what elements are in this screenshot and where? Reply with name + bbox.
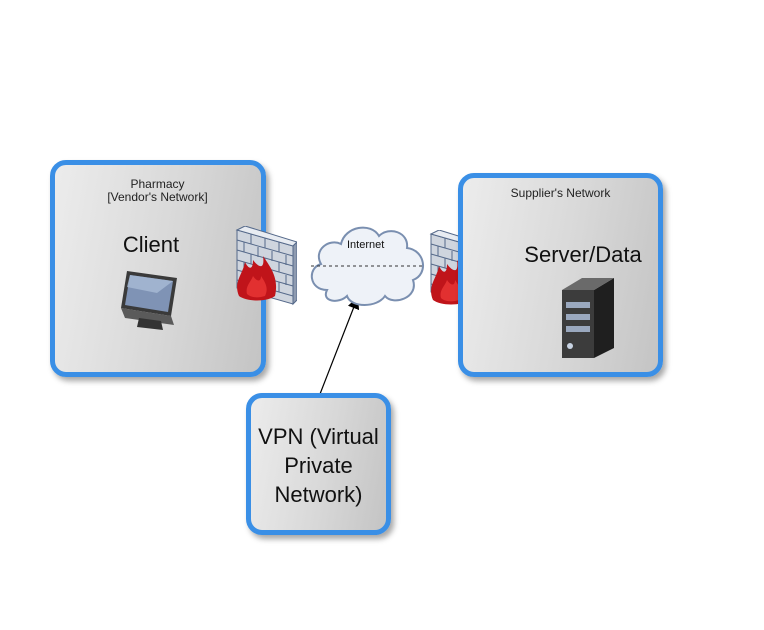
server-data-label: Server/Data xyxy=(524,242,642,267)
vpn-label-line3: Network) xyxy=(274,482,363,507)
monitor-icon xyxy=(121,271,177,330)
pharmacy-network-box: Pharmacy [Vendor's Network] Client xyxy=(50,160,266,377)
firewall-icon xyxy=(235,226,297,306)
supplier-network-box: Supplier's Network Server/Data xyxy=(458,173,663,377)
vpn-label: VPN (Virtual Private Network) xyxy=(251,422,386,509)
cloud-icon xyxy=(311,226,425,306)
internet-label: Internet xyxy=(347,239,385,251)
client-label: Client xyxy=(122,232,180,257)
server-icon xyxy=(562,278,614,358)
supplier-title: Supplier's Network xyxy=(510,186,611,200)
vpn-label-line2: Private xyxy=(284,453,353,478)
pharmacy-caption: Pharmacy [Vendor's Network] xyxy=(55,178,260,204)
vpn-box: VPN (Virtual Private Network) xyxy=(246,393,391,535)
pharmacy-subtitle: [Vendor's Network] xyxy=(107,190,208,204)
vpn-label-line1: VPN (Virtual xyxy=(258,424,379,449)
pharmacy-title: Pharmacy xyxy=(130,177,185,191)
